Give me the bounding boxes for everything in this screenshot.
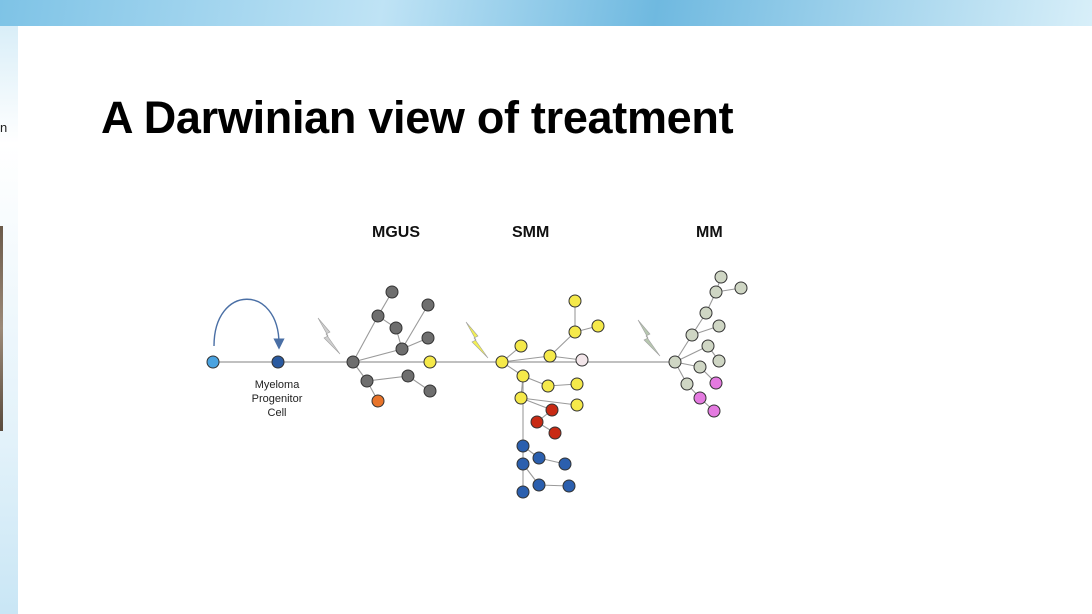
mm-clone-node xyxy=(668,355,682,369)
lineage-edge xyxy=(366,375,409,382)
stem-cell-node xyxy=(206,355,220,369)
lineage-edge xyxy=(352,348,403,363)
mm-clone-node xyxy=(693,360,707,374)
smm-clone-node xyxy=(514,339,528,353)
smm-red-clone-node xyxy=(545,403,559,417)
lineage-edge xyxy=(501,355,551,363)
smm-blue-clone-node xyxy=(516,439,530,453)
mm-clone-node xyxy=(712,319,726,333)
smm-blue-clone-node xyxy=(532,478,546,492)
edge-photo-sliver xyxy=(0,226,3,431)
slide-title: A Darwinian view of treatment xyxy=(101,92,734,143)
mm-clone-node xyxy=(714,270,728,284)
mm-pink-clone-node xyxy=(709,376,723,390)
progenitor-label-line1: Myeloma xyxy=(255,379,301,391)
clonal-evolution-diagram: Myeloma Progenitor Cell xyxy=(206,270,748,499)
smm-blue-clone-node xyxy=(516,485,530,499)
mgus-clone-node xyxy=(371,309,385,323)
edge-cropped-text: n xyxy=(0,120,8,135)
left-edge-background: n xyxy=(0,26,18,614)
mm-clone-node xyxy=(701,339,715,353)
self-renewal-arc xyxy=(213,298,285,350)
stage-label-smm: SMM xyxy=(512,224,550,241)
smm-clone-node xyxy=(568,325,582,339)
stage-label-mm: MM xyxy=(696,224,723,241)
smm-clone-node xyxy=(568,294,582,308)
progenitor-label-line2: Progenitor xyxy=(252,393,303,405)
mutation-bolts xyxy=(317,317,661,359)
lineage-edge xyxy=(520,397,578,406)
smm-white-clone-node xyxy=(575,353,589,367)
mm-pink-clone-node xyxy=(707,404,721,418)
smm-red-clone-node xyxy=(548,426,562,440)
cell-nodes xyxy=(206,270,748,499)
mgus-clone-node xyxy=(360,374,374,388)
mm-clone-node xyxy=(734,281,748,295)
smm-blue-clone-node xyxy=(562,479,576,493)
progenitor-cell-node xyxy=(271,355,285,369)
mm-clone-node xyxy=(699,306,713,320)
smm-blue-clone-node xyxy=(558,457,572,471)
mm-pink-clone-node xyxy=(693,391,707,405)
presentation-slide: A Darwinian view of treatment MGUS SMM M… xyxy=(18,26,1092,614)
smm-clone-node xyxy=(570,377,584,391)
smm-clone-node xyxy=(495,355,509,369)
mutation-bolt-grey xyxy=(317,317,341,355)
top-background-strip xyxy=(0,0,1092,26)
smm-clone-node xyxy=(516,369,530,383)
mgus-clone-node xyxy=(346,355,360,369)
stage-label-mgus: MGUS xyxy=(372,224,420,241)
smm-blue-clone-node xyxy=(516,457,530,471)
mgus-clone-node xyxy=(421,298,435,312)
smm-clone-node xyxy=(543,349,557,363)
mgus-clone-node xyxy=(423,384,437,398)
smm-blue-clone-node xyxy=(532,451,546,465)
mgus-clone-node xyxy=(385,285,399,299)
smm-clone-node xyxy=(591,319,605,333)
mm-clone-node xyxy=(712,354,726,368)
mgus-clone-node xyxy=(421,331,435,345)
mgus-clone-node xyxy=(401,369,415,383)
mutation-bolt-yellow xyxy=(465,321,489,359)
smm-red-clone-node xyxy=(530,415,544,429)
smm-clone-node xyxy=(514,391,528,405)
mm-clone-node xyxy=(685,328,699,342)
mm-clone-node xyxy=(680,377,694,391)
progenitor-label-line3: Cell xyxy=(268,407,287,419)
smm-clone-node xyxy=(423,355,437,369)
mutation-bolt-sage xyxy=(637,319,661,357)
lineage-edge xyxy=(401,304,429,350)
mm-clone-node xyxy=(709,285,723,299)
smm-clone-node xyxy=(541,379,555,393)
mgus-clone-node xyxy=(389,321,403,335)
mgus-clone-node xyxy=(395,342,409,356)
smm-clone-node xyxy=(570,398,584,412)
lineage-edge xyxy=(352,315,379,363)
mgus-variant-node xyxy=(371,394,385,408)
